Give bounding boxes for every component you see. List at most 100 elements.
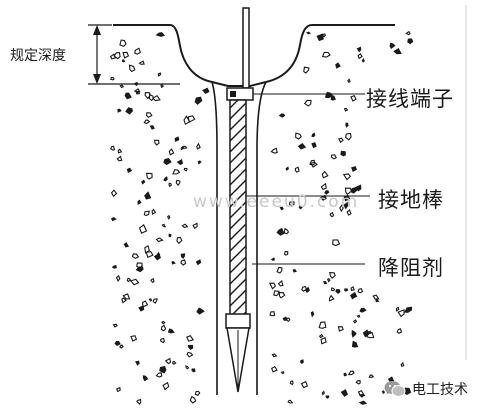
gravel-particle xyxy=(186,351,194,358)
gravel-particle xyxy=(167,328,175,334)
gravel-particle xyxy=(355,379,361,385)
gravel-particle xyxy=(335,62,341,69)
gravel-particle xyxy=(153,252,161,261)
gravel-particle xyxy=(297,142,307,150)
gravel-particle xyxy=(320,337,327,345)
gravel-particle xyxy=(295,132,302,140)
gravel-particle xyxy=(171,260,176,265)
gravel-particle xyxy=(115,274,121,282)
gravel-particle xyxy=(134,47,141,55)
gravel-particle xyxy=(138,60,145,65)
gravel-particle xyxy=(141,179,146,185)
gravel-particle xyxy=(196,307,205,315)
gravel-particle xyxy=(368,374,375,378)
gravel-particle xyxy=(346,208,352,216)
rod-spiral-segment xyxy=(230,168,246,186)
gravel-particle xyxy=(110,189,118,198)
gravel-particle xyxy=(196,142,201,150)
gravel-particle xyxy=(268,282,277,290)
gravel-particle xyxy=(202,87,210,94)
gravel-particle xyxy=(407,38,414,45)
gravel-particle xyxy=(389,42,396,50)
gravel-particle xyxy=(123,242,130,248)
gravel-particle xyxy=(294,166,300,173)
gravel-particle xyxy=(329,272,336,280)
gravel-particle xyxy=(330,287,336,292)
gravel-particle xyxy=(338,137,344,144)
gravel-particle xyxy=(167,214,171,220)
gravel-particle xyxy=(397,309,405,318)
gravel-particle xyxy=(116,155,123,162)
gravel-particle xyxy=(381,390,385,395)
gravel-particle xyxy=(163,157,172,166)
depth-arrow-down xyxy=(93,74,101,84)
gravel-particle xyxy=(182,145,188,149)
gravel-particle xyxy=(332,239,341,247)
gravel-particle xyxy=(335,289,341,295)
gravel-particle xyxy=(122,51,130,59)
gravel-particle xyxy=(161,320,166,325)
publisher-logo: 电工技术 xyxy=(384,378,468,400)
gravel-particle xyxy=(163,176,168,182)
gravel-particle xyxy=(288,201,295,207)
rod-spiral-segment xyxy=(230,179,246,197)
gravel-particle xyxy=(344,288,349,292)
gravel-particle xyxy=(142,375,149,382)
gravel-particle xyxy=(325,395,330,399)
gravel-particle xyxy=(136,262,143,269)
gravel-particle xyxy=(145,172,153,180)
gravel-particle xyxy=(349,291,357,300)
gravel-particle xyxy=(110,217,117,222)
gravel-particle xyxy=(124,92,132,100)
gravel-particle xyxy=(187,115,196,123)
gravel-particle xyxy=(350,286,355,291)
gravel-particle xyxy=(171,361,177,365)
gravel-particle xyxy=(337,326,344,332)
gravel-particle xyxy=(393,48,402,55)
label-terminal: 接线端子 xyxy=(366,87,454,111)
gravel-particle xyxy=(181,223,189,228)
gravel-particle xyxy=(356,314,361,318)
gravel-particle xyxy=(180,259,187,266)
gravel-particle xyxy=(340,150,346,157)
wechat-icon xyxy=(384,381,406,397)
gravel-particle xyxy=(351,340,359,348)
gravel-particle xyxy=(145,112,153,118)
gravel-particle xyxy=(115,386,121,393)
gravel-particle xyxy=(351,329,357,338)
gravel-particle xyxy=(276,266,283,274)
gravel-particle xyxy=(343,194,351,202)
gravel-particle xyxy=(343,372,348,377)
gravel-particle xyxy=(311,142,317,149)
gravel-particle xyxy=(330,154,337,160)
gravel-particle xyxy=(186,335,195,342)
gravel-particle xyxy=(345,132,352,141)
gravel-particle xyxy=(121,59,126,63)
gravel-particle xyxy=(135,266,144,273)
gravel-particle xyxy=(113,52,121,60)
gravel-particle xyxy=(321,170,329,179)
gravel-particle xyxy=(323,281,328,285)
label-reducer: 降阻剂 xyxy=(378,256,444,280)
label-depth: 规定深度 xyxy=(10,48,66,64)
gravel-particle xyxy=(375,298,380,303)
gravel-particle xyxy=(327,277,331,283)
gravel-particle xyxy=(310,310,315,318)
gravel-particle xyxy=(119,39,127,48)
gravel-particle xyxy=(133,88,141,94)
gravel-particle xyxy=(112,264,117,269)
gravel-particle xyxy=(109,145,116,151)
borehole-right-wall xyxy=(256,81,267,395)
gravel-particle xyxy=(298,204,303,210)
gravel-particle xyxy=(303,99,312,107)
gravel-particle xyxy=(125,107,133,115)
gravel-particle xyxy=(324,91,334,99)
gravel-particle xyxy=(277,280,284,287)
gravel-particle xyxy=(342,173,352,181)
gravel-particle xyxy=(344,187,353,196)
gravel-particle xyxy=(396,327,403,334)
gravel-particle xyxy=(269,311,276,317)
rod-spiral-segment xyxy=(230,190,246,208)
